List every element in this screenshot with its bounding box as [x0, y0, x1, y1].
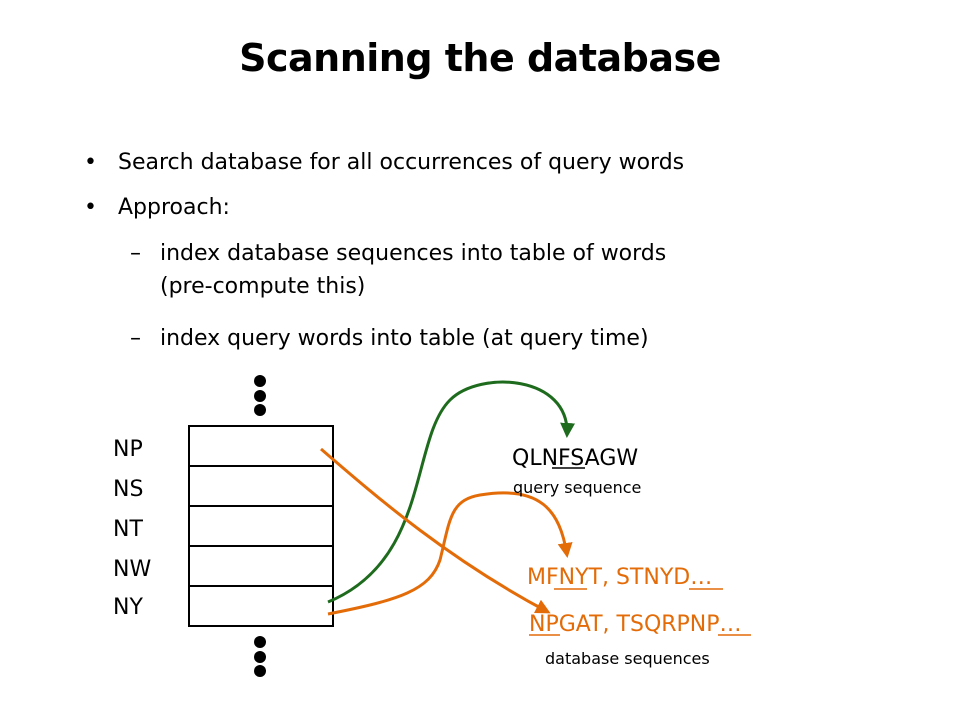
sub-bullet-index-database: – index database sequences into table of… [130, 237, 667, 303]
database-sequence-text: NPGAT, TSQRPNP… [529, 612, 742, 637]
bullet-approach: • Approach: [84, 191, 230, 224]
word-table-frame [188, 425, 334, 627]
orange-arrow-ny-to-database [327, 491, 573, 616]
slide-title: Scanning the database [239, 36, 721, 80]
ellipsis-bottom-dots [254, 636, 266, 677]
query-sequence-caption: query sequence [513, 478, 642, 497]
sub-bullet-text: index query words into table (at query t… [160, 326, 649, 351]
orange-arrow-np-to-database [320, 447, 551, 614]
bullet-text: Approach: [118, 195, 230, 220]
table-word-label: NW [113, 557, 152, 582]
table-word-label: NP [113, 437, 143, 462]
bullet-marker: • [84, 195, 97, 220]
ellipsis-top-dots [254, 375, 266, 416]
word-table [188, 425, 334, 627]
query-sequence-text: QLNFSAGW [512, 446, 639, 471]
green-arrow-ny-to-query [327, 380, 576, 604]
database-sequences-caption: database sequences [545, 649, 710, 668]
table-word-label: NS [113, 477, 144, 502]
sub-bullet-marker: – [130, 241, 141, 266]
bullet-text: Search database for all occurrences of q… [118, 150, 685, 175]
sub-bullet-text: index database sequences into table of w… [160, 241, 667, 299]
bullet-marker: • [84, 150, 97, 175]
bullet-search: • Search database for all occurrences of… [84, 146, 685, 179]
database-sequence-text: MFNYT, STNYD… [527, 565, 713, 590]
sub-bullet-index-query: – index query words into table (at query… [130, 322, 649, 355]
table-word-label: NT [113, 517, 143, 542]
sub-bullet-marker: – [130, 326, 141, 351]
table-word-label: NY [113, 595, 143, 620]
